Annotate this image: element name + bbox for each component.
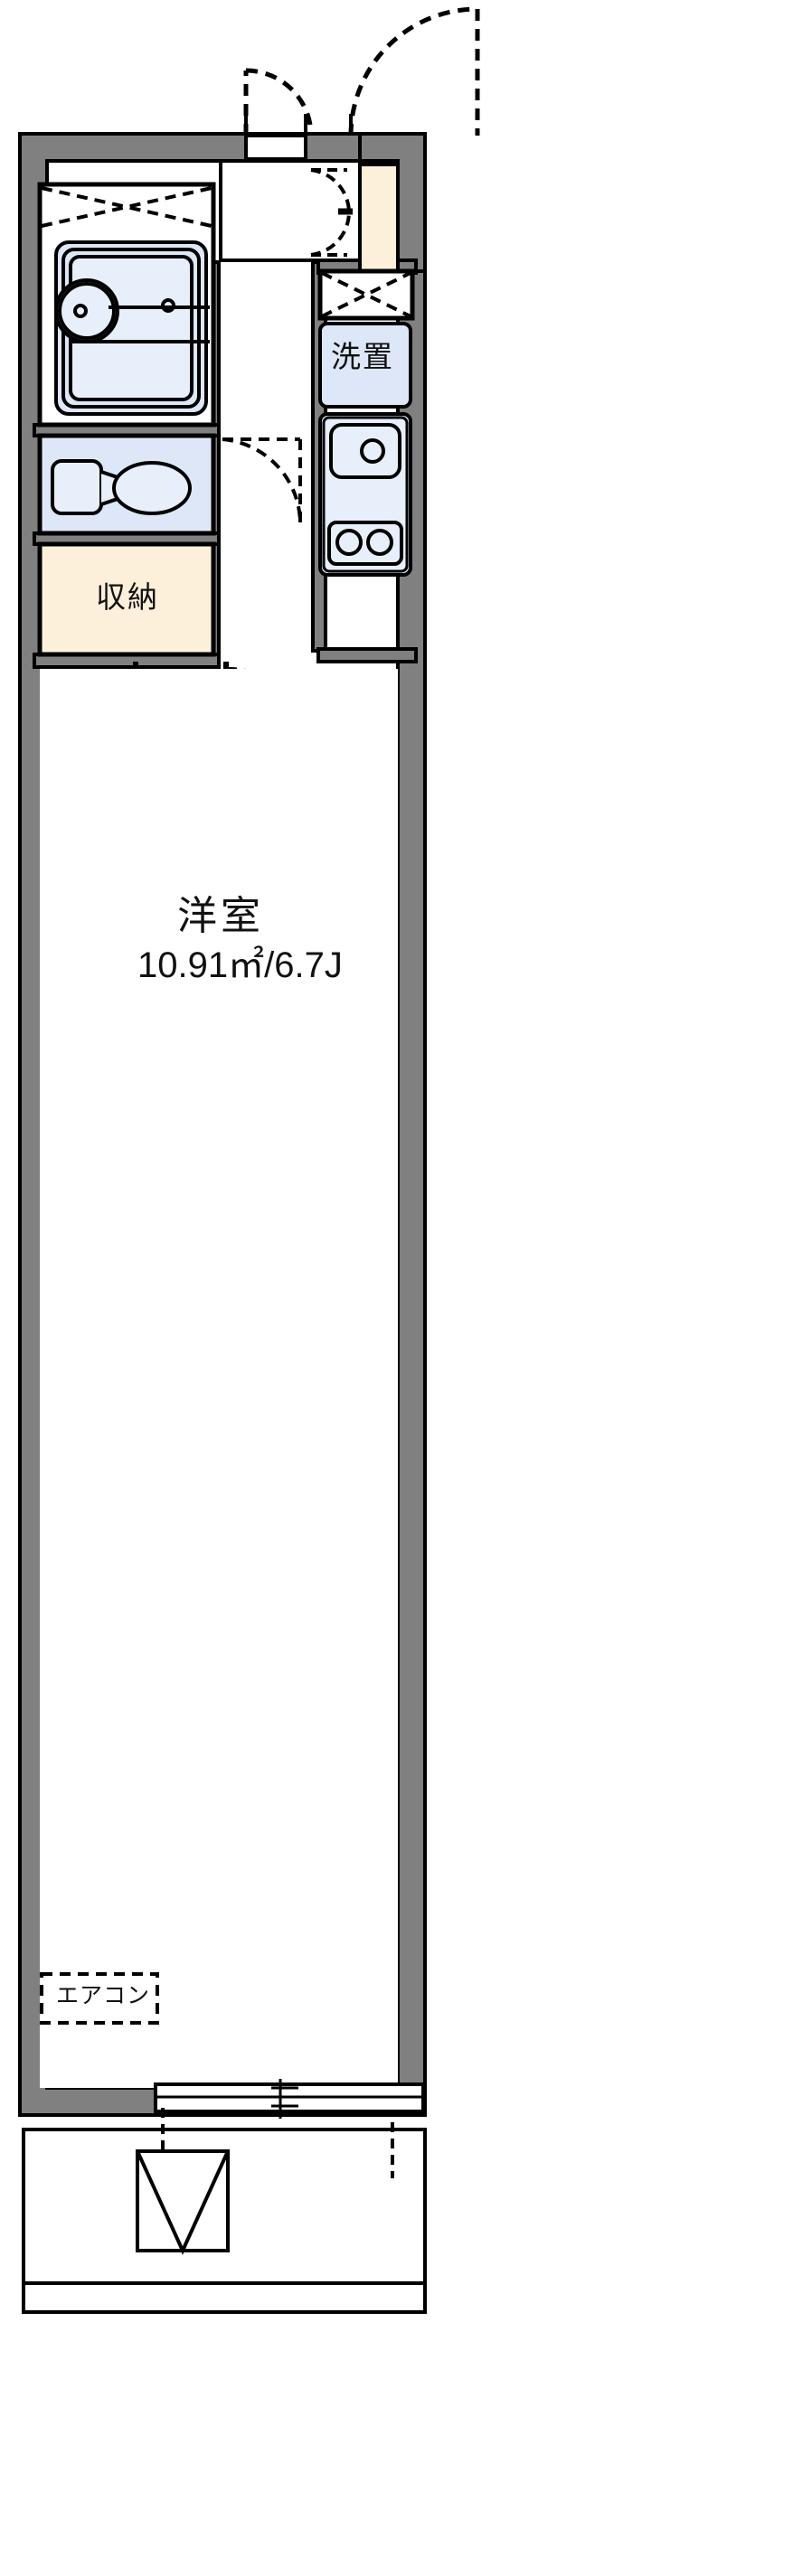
storage-room (37, 541, 216, 657)
bath-window (41, 186, 212, 228)
storage-label: 収納 (96, 580, 159, 614)
western-room (40, 669, 398, 2088)
air-conditioner (40, 1972, 159, 2025)
toilet-room (37, 433, 216, 536)
toilet-door (222, 437, 303, 525)
kitchen-sink (329, 423, 401, 479)
entrance-area (219, 159, 415, 321)
balcony-window (154, 2079, 425, 2119)
washer-label: 洗置 (331, 340, 394, 373)
washer-space (318, 322, 412, 409)
kitchen (318, 412, 412, 577)
entrance-door (243, 68, 314, 161)
main-room-area-label: 10.91㎡/6.7J (137, 945, 343, 985)
washbasin (54, 278, 210, 343)
meter-box (317, 268, 415, 321)
toilet-fixture (51, 459, 192, 515)
gas-stove (327, 521, 403, 566)
partition-kitchen-room (316, 647, 418, 663)
aircon-label: エアコン (56, 1983, 151, 2008)
entrance-outer-door (348, 6, 480, 136)
shoe-cabinet (358, 163, 400, 273)
hallway (222, 437, 303, 525)
entrance-inner-door (310, 168, 353, 257)
main-room-label: 洋室 (177, 894, 264, 938)
balcony-drain (136, 2108, 230, 2255)
balcony (22, 2108, 427, 2314)
unit-bath (37, 182, 216, 428)
